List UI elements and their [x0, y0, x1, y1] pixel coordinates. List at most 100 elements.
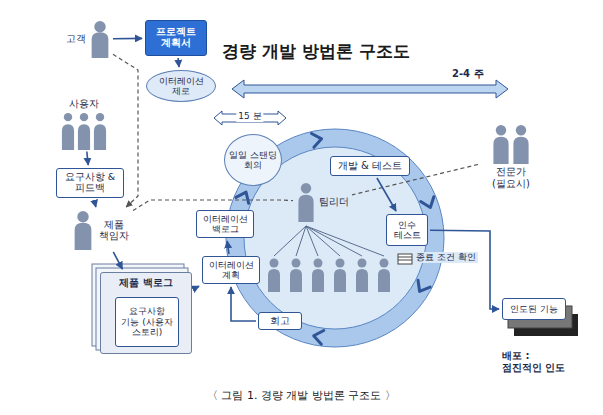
team-fan-lines	[274, 226, 384, 256]
node-text: 고객	[66, 33, 86, 45]
backlog-panel: 제품 백로그요구사항 기능 (사용자 스토리)	[100, 272, 192, 354]
person-body	[513, 137, 528, 164]
cycle-chevron	[421, 197, 437, 210]
person-head	[96, 113, 104, 121]
node-text: 인수 테스트	[391, 220, 423, 241]
exit-icon-frame	[398, 254, 412, 264]
flow-arrow	[113, 252, 122, 269]
node-text: 인도된 기능	[510, 304, 558, 314]
node-text: 요구사항 & 피드백	[61, 172, 119, 194]
node-text: 프로젝트 계획서	[150, 27, 202, 49]
actor-group: 사용자	[60, 98, 108, 150]
diagram-label: 배포 : 점진적인 인도	[502, 350, 568, 374]
duration-arrow	[214, 111, 286, 125]
team-member	[312, 259, 324, 293]
flow-arrow	[377, 178, 396, 211]
process-box: 요구사항 & 피드백	[56, 168, 124, 198]
process-box: 이터레이션 백로그	[196, 210, 254, 238]
person-icon	[493, 125, 508, 164]
person-figure	[491, 124, 531, 164]
team-members	[268, 259, 390, 293]
node-text: 이터레이션 제로	[153, 76, 209, 97]
story-box: 요구사항 기능 (사용자 스토리)	[115, 297, 179, 347]
team-member	[334, 259, 346, 293]
person-head	[64, 113, 72, 121]
person-icon	[298, 183, 313, 222]
node-text: 요구사항 기능 (사용자 스토리)	[120, 306, 174, 337]
flow-arrow	[231, 287, 256, 321]
person-icon	[75, 211, 92, 250]
person-head	[496, 125, 506, 135]
actor: 고객	[66, 20, 111, 58]
flow-arrow	[194, 286, 199, 289]
person-head	[80, 113, 88, 121]
person-icon	[94, 113, 106, 150]
person-body	[62, 124, 74, 150]
flow-arrow	[87, 152, 88, 166]
node-text: 제품 백로그	[119, 277, 172, 289]
exit-icon-stripe	[398, 260, 412, 261]
person-head	[516, 125, 526, 135]
node-text: 이터레이션 백로그	[201, 214, 249, 235]
cycle-chevron	[311, 132, 322, 147]
cycle-chevron	[236, 189, 252, 203]
node-text: 개발 & 테스트	[338, 160, 402, 172]
meeting-circle: 일일 스탠딩 회의	[224, 134, 282, 186]
person-body	[92, 32, 109, 58]
fan-line	[296, 226, 306, 256]
node-text: 일일 스탠딩 회의	[228, 150, 278, 171]
fan-line	[306, 226, 362, 256]
actor: 제품 책임자	[72, 210, 131, 250]
cycle-chevron	[312, 329, 323, 344]
fan-line	[306, 226, 318, 256]
fan-line	[306, 226, 384, 256]
process-box: 인수 테스트	[386, 214, 428, 246]
diagram-label: 15 분	[236, 111, 263, 122]
person-icon	[513, 125, 528, 164]
flow-arrow	[177, 58, 180, 67]
person-body	[493, 137, 508, 164]
cycle-outline	[226, 129, 444, 347]
exit-condition-icon	[398, 254, 412, 264]
team-member	[268, 259, 280, 293]
person-figure	[72, 210, 94, 250]
duration-arrow	[232, 80, 508, 98]
person-body	[94, 124, 106, 150]
person-figure	[296, 182, 316, 222]
actor-group: 전문가 (필요시)	[480, 124, 542, 189]
node-text: 사용자	[69, 98, 99, 110]
person-body	[75, 223, 92, 250]
flow-arrow	[430, 230, 499, 309]
person-head	[301, 183, 311, 193]
document-box: 프로젝트 계획서	[145, 20, 207, 56]
team-member	[290, 259, 302, 293]
person-icon	[62, 113, 74, 150]
diagram-label: 2-4 주	[452, 68, 484, 80]
flow-arrow	[113, 38, 142, 40]
diagram-label: 종료 조건 확인	[414, 252, 478, 263]
node-text: 제품 책임자	[97, 219, 131, 242]
delivered-box: 인도된 기능	[502, 298, 566, 320]
actor: 팀리더	[296, 182, 349, 222]
dashed-connector	[133, 200, 293, 211]
person-body	[298, 195, 313, 222]
phase-ellipse: 이터레이션 제로	[146, 70, 216, 102]
person-head	[94, 21, 105, 32]
fan-line	[274, 226, 306, 256]
diagram-title: 경량 개발 방법론 구조도	[222, 40, 410, 63]
process-box: 이터레이션 계획	[202, 256, 260, 284]
person-figure	[89, 20, 111, 58]
person-icon	[92, 21, 109, 58]
flow-arrow	[227, 241, 229, 254]
person-icon	[78, 113, 90, 150]
person-body	[78, 124, 90, 150]
process-box: 개발 & 테스트	[330, 156, 410, 176]
team-member	[378, 259, 390, 293]
node-text: 전문가 (필요시)	[480, 166, 542, 189]
figure-caption: 〈 그림 1. 경량 개발 방법론 구조도 〉	[0, 388, 603, 403]
node-text: 회고	[270, 315, 290, 327]
process-box: 회고	[258, 312, 302, 330]
team-member	[356, 259, 368, 293]
